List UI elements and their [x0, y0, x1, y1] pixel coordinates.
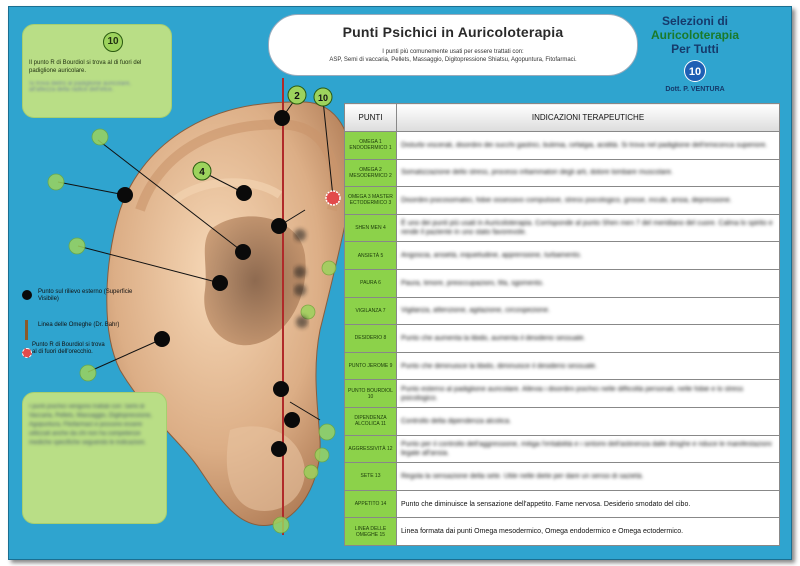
- note-top-blurred: Si trova dietro al padiglione auricolare…: [29, 81, 132, 93]
- bourdiol-point: [325, 190, 341, 206]
- point-name-cell: PUNTO BOURDIOL 10: [344, 379, 397, 408]
- series-number: 10: [684, 60, 706, 82]
- point-name-cell: DESIDERIO 8: [344, 324, 397, 353]
- note-bottom: I punti psichici vengono trattati con: S…: [22, 392, 167, 524]
- indication-cell: Controllo della dipendenza alcolica.: [396, 406, 780, 436]
- point-name-cell: PUNTO JEROME 9: [344, 351, 397, 381]
- ear-antihelix: [172, 178, 283, 204]
- point-name-cell: OMEGA 3 MASTER ECTODERMICO 3: [344, 186, 397, 215]
- point-name-cell: VIGILANZA 7: [344, 296, 397, 326]
- subtitle-line1: I punti più comunemente usati per essere…: [382, 49, 524, 55]
- point-name-cell: OMEGA 1 ENDODERMICO 1: [344, 131, 397, 160]
- legend-omega-icon: [25, 320, 28, 340]
- label-10: 10: [313, 87, 333, 107]
- point-name-cell: APPETITO 14: [344, 489, 397, 519]
- indication-cell: Punto che diminuisce la libido, diminuis…: [396, 351, 780, 381]
- series-logo: Selezioni di Auricoloterapia Per Tutti 1…: [640, 14, 750, 93]
- point-name-cell: OMEGA 2 MESODERMICO 2: [344, 158, 397, 188]
- series-line2: Auricoloterapia: [650, 28, 740, 42]
- svg-text:10: 10: [318, 93, 328, 103]
- indication-cell: Disturbi viscerali, disordini dei succhi…: [396, 131, 780, 160]
- indications-table: PUNTI INDICAZIONI TERAPEUTICHE OMEGA 1 E…: [344, 103, 780, 546]
- col-indications-header: INDICAZIONI TERAPEUTICHE: [396, 103, 780, 132]
- point-name-cell: SETE 13: [344, 462, 397, 491]
- label-4: 4: [192, 161, 212, 181]
- indication-cell: Punto che aumenta la libido, aumenta il …: [396, 324, 780, 353]
- point-name-cell: PAURA 6: [344, 268, 397, 298]
- col-points-header: PUNTI: [344, 103, 397, 132]
- note-top-number: 10: [103, 32, 123, 52]
- indication-cell: Disordini psicosomatici, fobie ossessivo…: [396, 186, 780, 215]
- subtitle-line2: ASP, Semi di vaccaria, Pellets, Massaggi…: [329, 57, 577, 63]
- svg-text:4: 4: [199, 167, 205, 178]
- point-name-cell: SHEN MEN 4: [344, 213, 397, 243]
- page-title: Punti Psichici in Auricoloterapia: [342, 24, 564, 40]
- point-name-cell: ANSIETÀ 5: [344, 241, 397, 270]
- series-line3: Per Tutti: [671, 42, 719, 56]
- note-bottom-blurred: I punti psichici vengono trattati con: S…: [29, 404, 152, 446]
- legend-black-text: Punto sul rilievo esterno (Superficie Vi…: [38, 289, 133, 302]
- note-top-text: Il punto R di Bourdiol si trova al di fu…: [29, 60, 142, 74]
- legend-black-icon: [22, 290, 32, 300]
- ear-concha: [204, 216, 306, 346]
- point-name-cell: AGGRESSIVITÀ 12: [344, 434, 397, 464]
- note-top: 10 Il punto R di Bourdiol si trova al di…: [22, 24, 172, 118]
- indication-cell: Linea formata dai punti Omega mesodermic…: [396, 517, 780, 546]
- legend-bourdiol-text: Punto R di Bourdiol si trova al di fuori…: [32, 342, 105, 355]
- indication-cell: Vigilanza, attenzione, agitazione, circo…: [396, 296, 780, 326]
- label-2: 2: [287, 85, 307, 105]
- series-line1: Selezioni di: [661, 14, 728, 28]
- indication-cell: Angoscia, ansietà, inquietudine, apprens…: [396, 241, 780, 270]
- point-name-cell: LINEA DELLE OMEGHE 15: [344, 517, 397, 546]
- indication-cell: Paura, timore, preoccupazioni, fifa, sgo…: [396, 268, 780, 298]
- indication-cell: È uno dei punti più usati in Auricoloter…: [396, 213, 780, 243]
- series-author: Dott. P. VENTURA: [665, 86, 725, 93]
- indication-cell: Punto che diminuisce la sensazione dell'…: [396, 489, 780, 519]
- indication-cell: Punto per il controllo dell'aggressione,…: [396, 434, 780, 464]
- indication-cell: Punto esterno al padiglione auricolare. …: [396, 379, 780, 408]
- title-box: Punti Psichici in Auricoloterapia I punt…: [268, 14, 638, 76]
- legend-omega-text: Linea delle Omeghe (Dr. Bahr): [38, 322, 120, 328]
- svg-text:2: 2: [294, 91, 300, 102]
- legend-bourdiol-icon: [22, 348, 32, 358]
- indication-cell: Regola la sensazione della sete. Utile n…: [396, 462, 780, 491]
- indication-cell: Somatizzazione dello stress, processi in…: [396, 158, 780, 188]
- point-name-cell: DIPENDENZA ALCOLICA 11: [344, 406, 397, 436]
